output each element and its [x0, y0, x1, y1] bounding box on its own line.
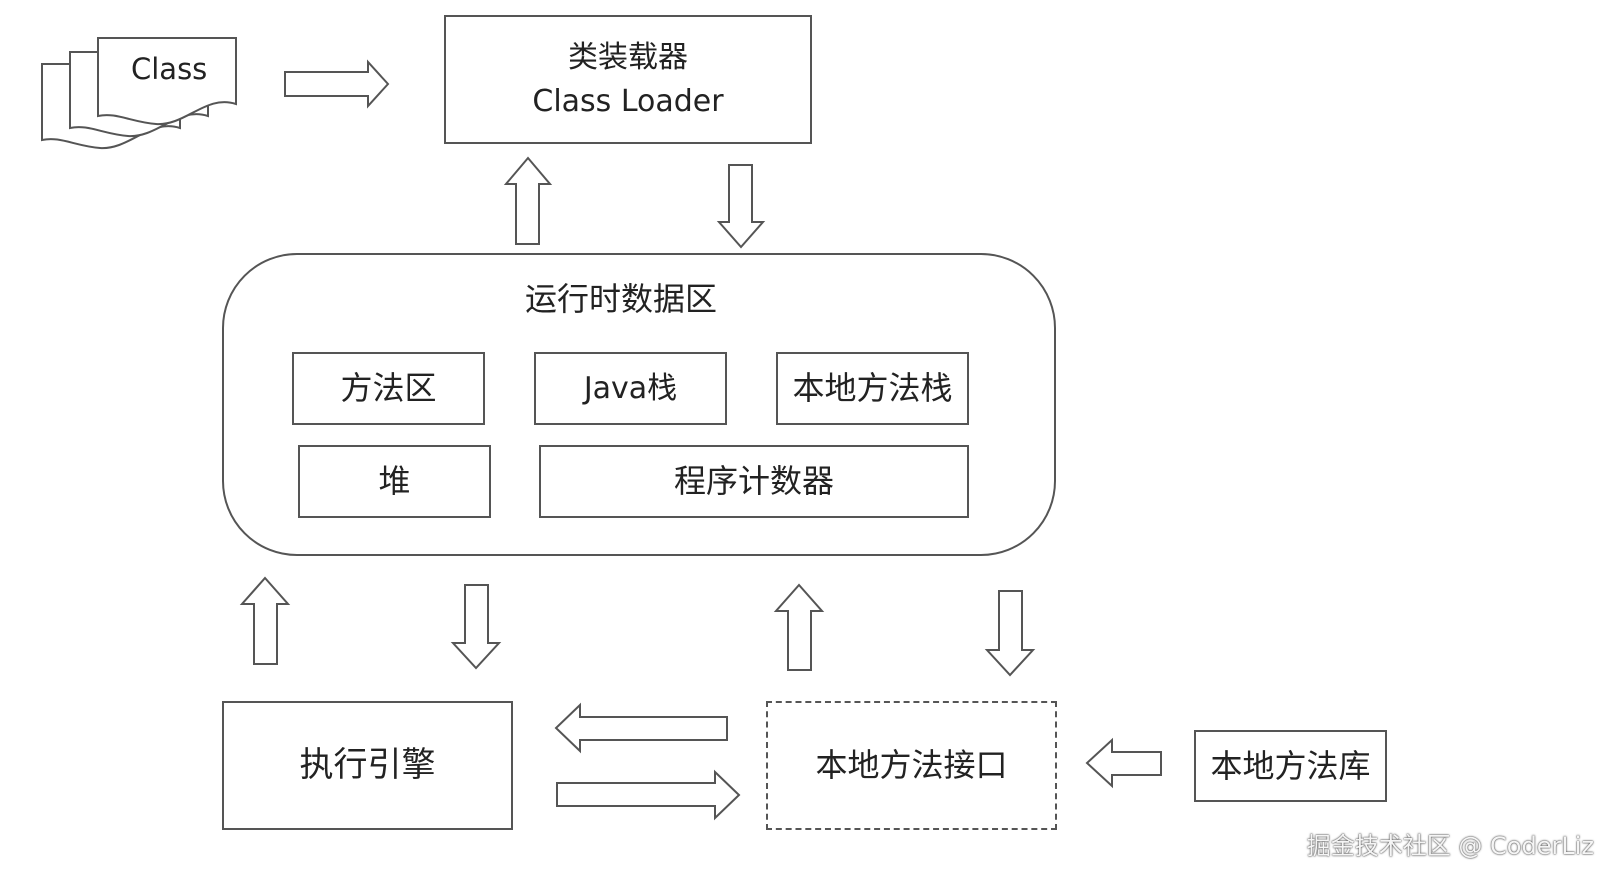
class-loader-title-en: Class Loader: [532, 83, 724, 119]
arrow-down-to-native-interface: [984, 590, 1036, 677]
class-loader-title-cn: 类装载器: [568, 40, 688, 75]
class-files-label: Class: [131, 52, 208, 86]
execution-engine-box: 执行引擎: [222, 701, 513, 830]
arrow-up-from-engine: [239, 576, 291, 665]
native-method-stack-box: 本地方法栈: [776, 352, 969, 425]
heap-box: 堆: [298, 445, 491, 518]
arrow-down-from-loader: [716, 164, 766, 249]
arrow-left-to-engine: [554, 702, 728, 754]
program-counter-box: 程序计数器: [539, 445, 969, 518]
class-files-icon: [41, 37, 237, 150]
arrow-up-to-loader: [503, 156, 553, 245]
arrow-down-to-engine: [450, 584, 502, 670]
method-area-box: 方法区: [292, 352, 485, 425]
java-stack-box: Java栈: [534, 352, 727, 425]
native-method-interface-box: 本地方法接口: [766, 701, 1057, 830]
arrow-library-to-interface: [1085, 737, 1162, 789]
arrow-class-to-loader: [284, 59, 390, 109]
native-method-library-box: 本地方法库: [1194, 730, 1387, 802]
runtime-data-area-title: 运行时数据区: [525, 280, 718, 318]
arrow-right-to-native-interface: [556, 769, 741, 821]
watermark: 掘金技术社区 @ CoderLiz: [1306, 832, 1594, 860]
arrow-up-from-native-interface: [773, 583, 825, 671]
class-loader-box: 类装载器 Class Loader: [444, 15, 812, 144]
